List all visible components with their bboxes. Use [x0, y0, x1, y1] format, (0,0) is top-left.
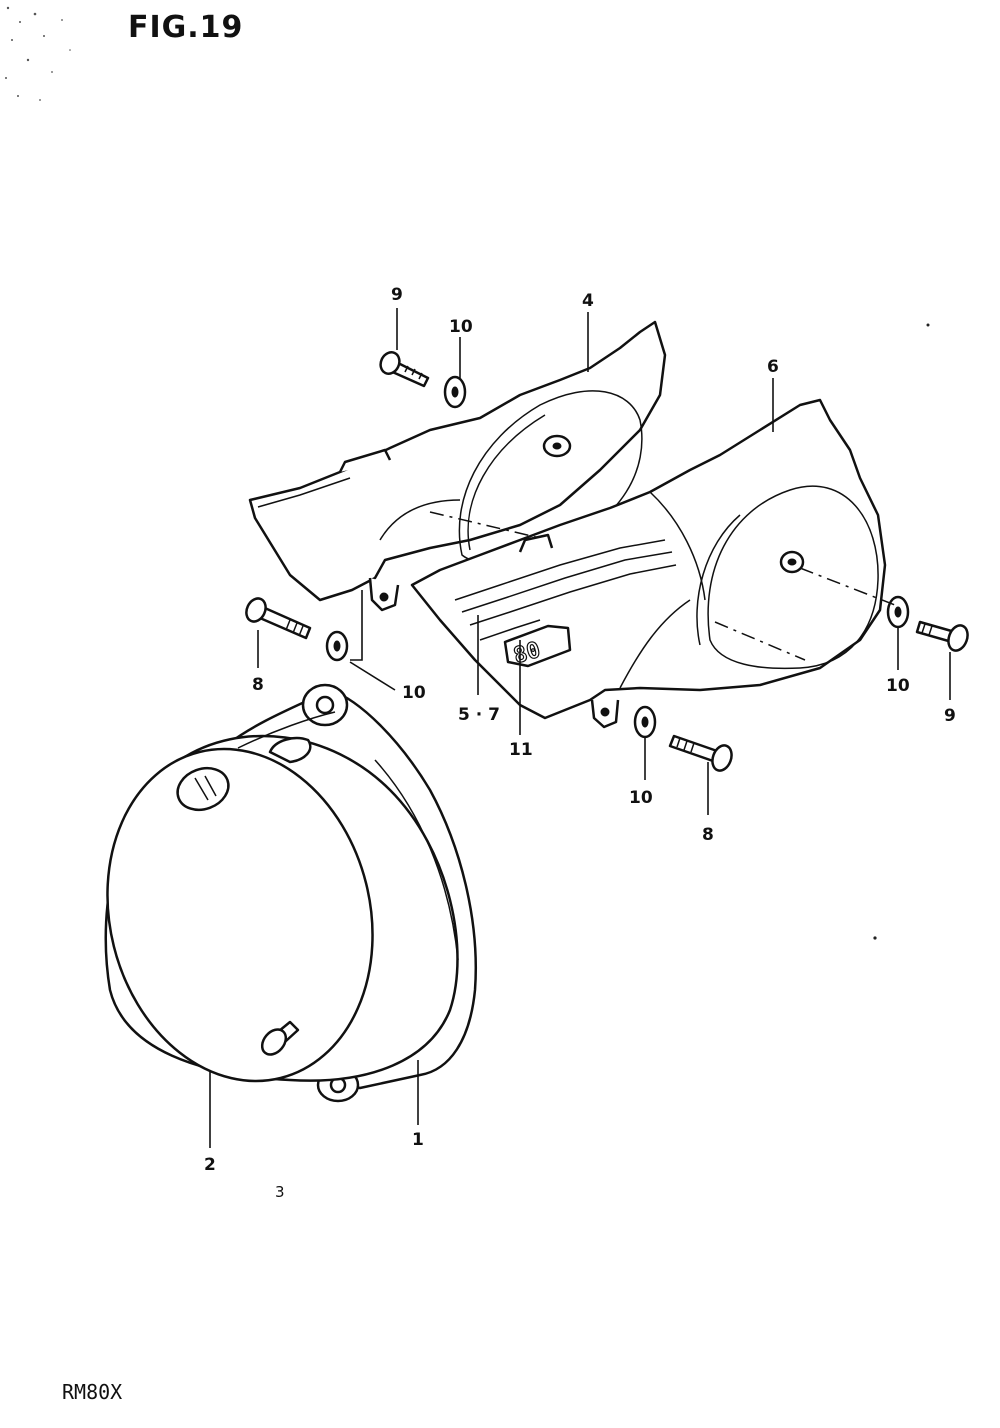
- callout-2: 2: [204, 1155, 216, 1175]
- frame-cover-left: [248, 320, 667, 612]
- callout-6: 6: [767, 357, 779, 377]
- callout-1: 1: [412, 1130, 424, 1150]
- washer-10-right: [886, 595, 910, 629]
- callout-9: 9: [944, 706, 956, 726]
- washer-10-left: [325, 630, 349, 662]
- callout-4: 4: [582, 291, 594, 311]
- figure-title: FIG.19: [128, 10, 244, 45]
- screw: [260, 1020, 300, 1056]
- callouts: 9 10 4 6 8 10 5 · 7 11 10 9 10 8 2 1 3: [204, 285, 956, 1201]
- callout-5-7: 5 · 7: [458, 705, 500, 725]
- callout-11: 11: [509, 740, 533, 760]
- alignment-lines: [350, 511, 896, 661]
- washer-10-lower: [633, 705, 657, 739]
- callout-8: 8: [252, 675, 264, 695]
- callout-10: 10: [629, 788, 653, 808]
- model-label: RM80X: [62, 1380, 123, 1404]
- callout-9: 9: [391, 285, 403, 305]
- magneto-cover-assembly: [104, 683, 477, 1103]
- washer-10-top: [443, 375, 467, 409]
- scan-speckle: [5, 6, 71, 101]
- bolt-8-left: [245, 597, 312, 640]
- scan-dots: [873, 323, 930, 940]
- leader-lines: [209, 308, 951, 1148]
- callout-10: 10: [449, 317, 473, 337]
- callout-3: 3: [275, 1183, 285, 1201]
- bolt-8-right: [668, 734, 733, 772]
- callout-8: 8: [702, 825, 714, 845]
- callout-10: 10: [402, 683, 426, 703]
- bolt-9-left: [379, 351, 430, 388]
- callout-10: 10: [886, 676, 910, 696]
- bolt-9-right: [915, 620, 969, 652]
